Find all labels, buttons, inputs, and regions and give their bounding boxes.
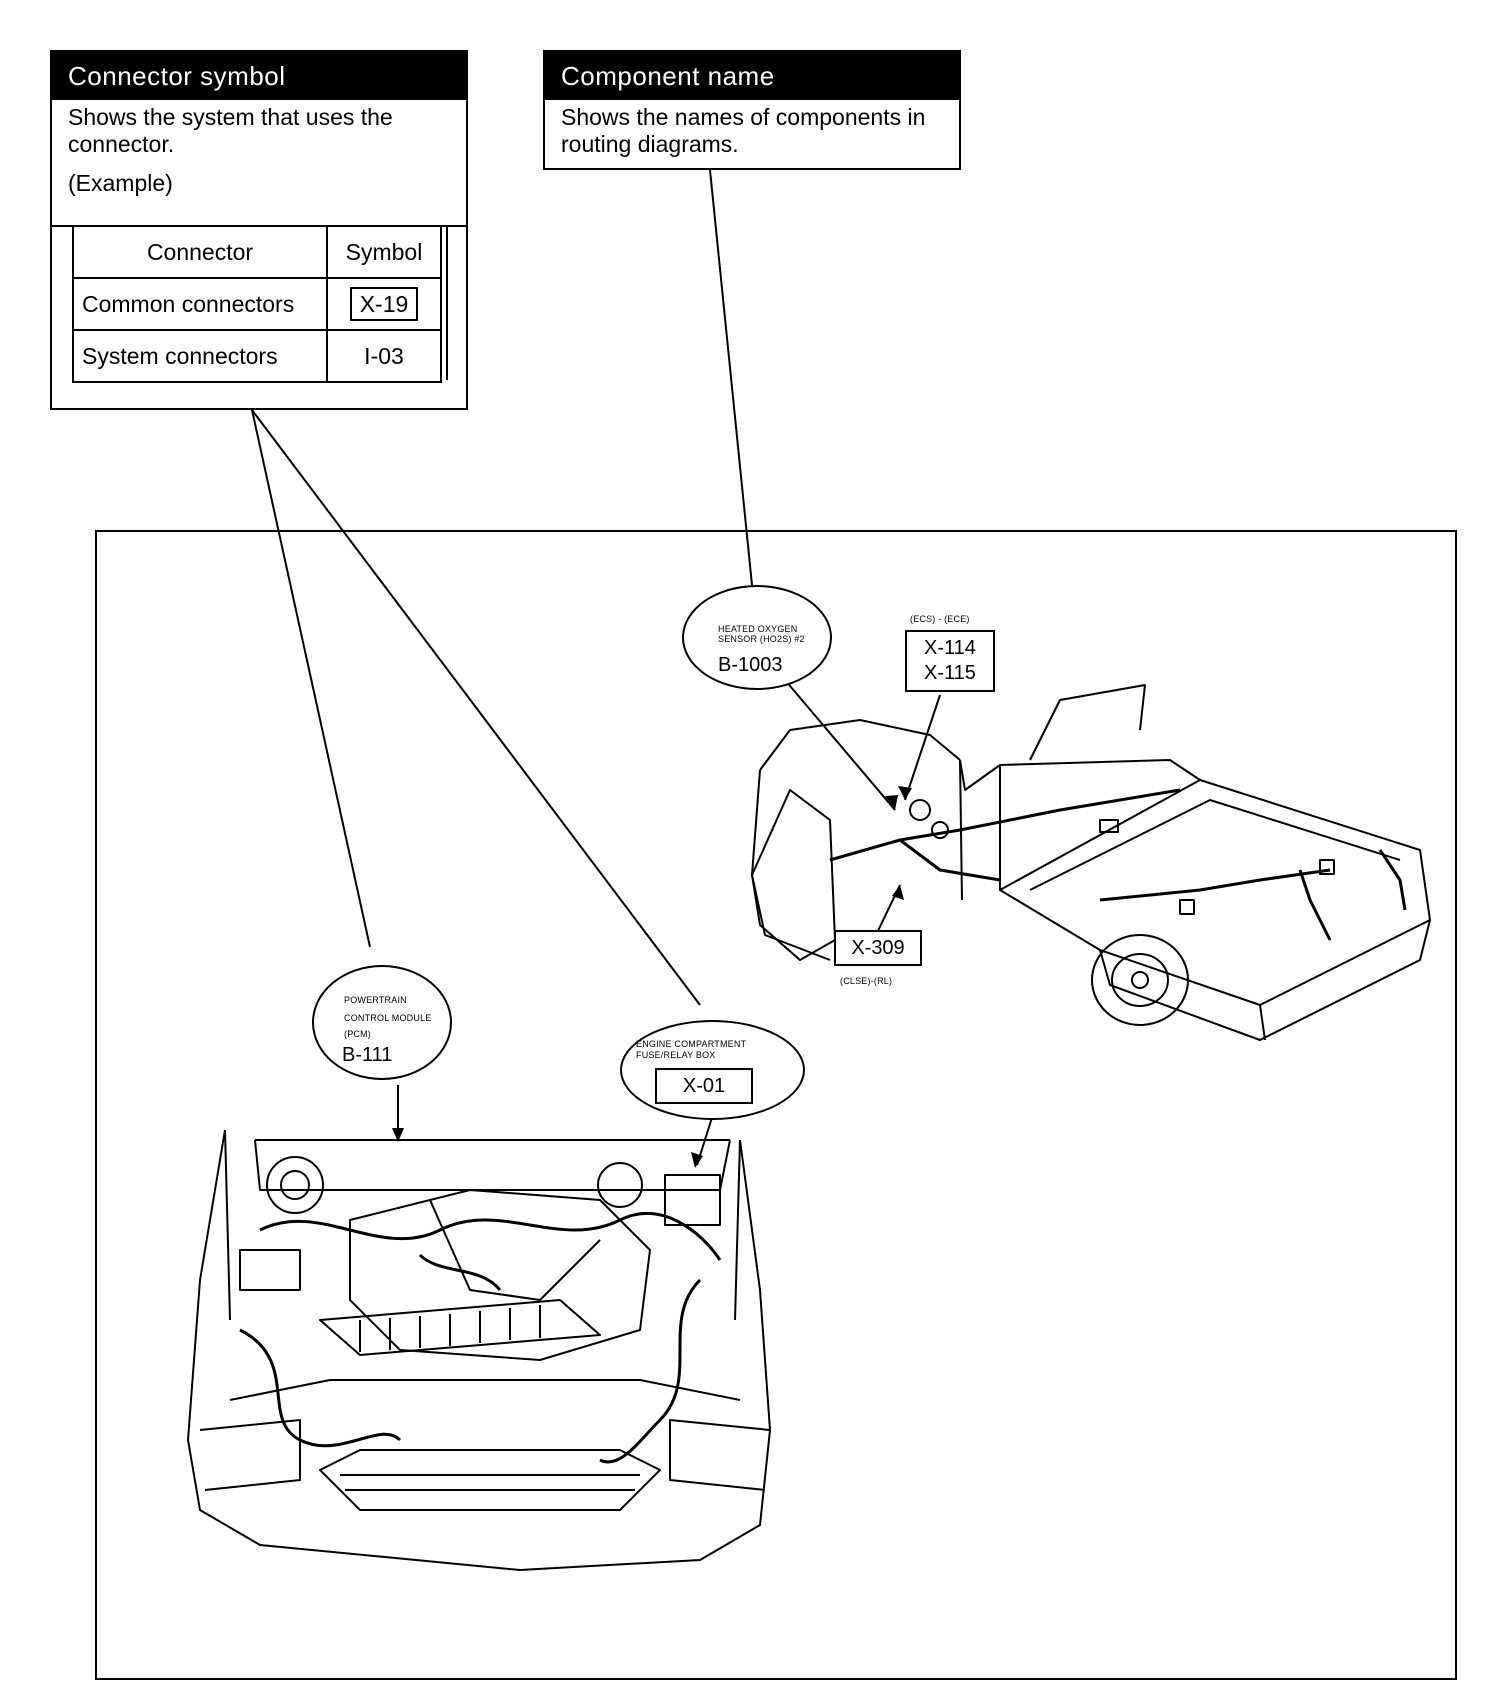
engine-bay-illustration <box>187 1129 771 1571</box>
x115-code: X-115 <box>924 662 976 684</box>
ho2s-callout-ellipse <box>682 585 832 690</box>
pcm-label-line-2: CONTROL MODULE <box>344 1013 432 1023</box>
ho2s-label-line-1: HEATED OXYGEN <box>718 624 798 634</box>
x114-x115-box: X-114 X-115 <box>905 630 995 692</box>
table-header-symbol: Symbol <box>326 225 442 279</box>
x309-note: (CLSE)-(RL) <box>840 976 893 986</box>
leader-line <box>709 169 753 586</box>
component-name-description: Shows the names of components in routing… <box>561 104 926 157</box>
leader-line <box>251 409 701 1006</box>
table-cell-symbol: X-19 <box>326 277 442 331</box>
ho2s-code: B-1003 <box>718 654 783 676</box>
example-label: (Example) <box>68 170 173 196</box>
table-cell-connector: System connectors <box>72 329 328 383</box>
leader-line <box>251 409 371 948</box>
ho2s-label-line-2: SENSOR (HO2S) #2 <box>718 634 805 644</box>
component-name-title: Component name <box>545 52 959 100</box>
table-cell-connector: Common connectors <box>72 277 328 331</box>
fuse-box-label-line-2: FUSE/RELAY BOX <box>636 1050 716 1060</box>
x309-code: X-309 <box>834 930 922 966</box>
fuse-box-label-line-1: ENGINE COMPARTMENT <box>636 1039 747 1049</box>
truck-illustration <box>751 679 1431 1041</box>
table-row: Common connectors X-19 <box>72 277 442 331</box>
table-header-connector: Connector <box>72 225 328 279</box>
routing-diagram-frame <box>95 530 1457 1680</box>
connector-example-table: Connector Symbol Common connectors X-19 … <box>72 225 442 383</box>
pcm-label-line-3: (PCM) <box>344 1029 371 1039</box>
x114-code: X-114 <box>924 637 976 659</box>
pcm-label-line-1: POWERTRAIN <box>344 995 407 1005</box>
table-row: System connectors I-03 <box>72 329 442 383</box>
connector-symbol-title: Connector symbol <box>52 52 466 100</box>
common-connector-symbol: X-19 <box>349 287 419 321</box>
system-connector-symbol: I-03 <box>326 329 442 383</box>
example-table-right-rule <box>446 225 448 380</box>
pcm-code: B-111 <box>342 1044 393 1066</box>
x114-note: (ECS) - (ECE) <box>910 614 970 624</box>
fuse-box-code: X-01 <box>655 1068 753 1104</box>
component-name-callout: Component name Shows the names of compon… <box>543 50 961 170</box>
pcm-callout-ellipse <box>312 965 452 1080</box>
connector-symbol-description: Shows the system that uses the connector… <box>68 104 393 157</box>
